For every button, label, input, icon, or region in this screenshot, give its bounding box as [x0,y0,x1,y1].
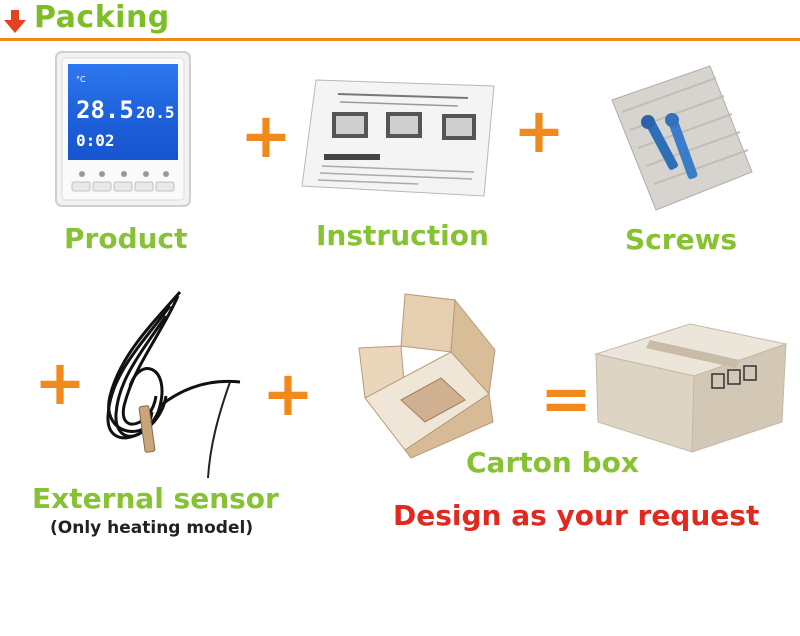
screws-bag-image [611,65,753,211]
plus-sign: + [513,94,565,167]
design-request-label: Design as your request [393,499,760,532]
section-title: Packing [34,0,170,35]
plus-sign: + [262,357,314,430]
set-temp-readout: 20.5 [136,103,175,122]
plus-sign: + [240,99,292,172]
external-sensor-image [106,291,241,479]
section-header: Packing [0,0,800,44]
carton-box-label: Carton box [466,446,639,479]
instruction-label: Instruction [316,219,489,252]
closed-carton-image [594,323,788,453]
thermostat-image: °C 28.5 20.5 0:02 [55,51,191,207]
plus-sign: + [34,346,86,419]
external-sensor-label: External sensor [32,482,279,515]
time-readout: 0:02 [76,131,115,150]
sensor-note-label: (Only heating model) [50,518,254,538]
instruction-manual-image [301,79,495,197]
open-carton-image [358,293,496,459]
room-temp-readout: 28.5 [76,96,134,124]
header-divider [0,38,800,41]
down-arrow-icon [4,10,26,33]
product-label: Product [64,222,188,255]
svg-text:°C: °C [76,75,86,84]
screws-label: Screws [625,223,738,256]
equals-sign: = [540,362,592,435]
